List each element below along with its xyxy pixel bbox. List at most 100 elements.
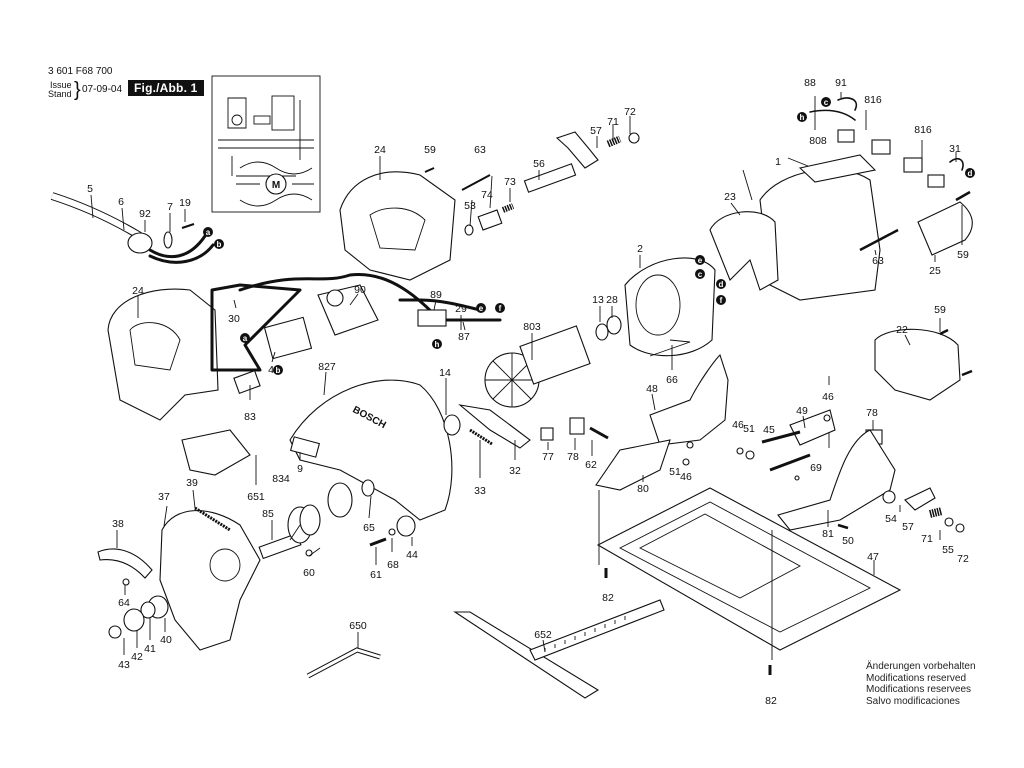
cover-screw [955,190,971,202]
connector-b-switch [273,365,283,375]
part-label: 827 [318,361,336,373]
schematic-wires [218,100,314,177]
motor-symbol-text: M [272,180,280,191]
leader [489,175,493,209]
brush-holder-right [903,157,923,173]
hex-key-inner [307,648,381,678]
part-label: 33 [474,485,486,497]
connector-h-block [432,339,442,349]
part-label: 87 [458,331,470,343]
notice-line-es: Salvo modificaciones [866,695,960,707]
part-label: 71 [921,533,933,545]
stator-bore [635,274,681,336]
motor-end-cover [874,328,961,401]
part-label: 74 [481,189,493,201]
part-label: 2 [637,243,643,255]
connector-a-switch-label: a [243,334,248,343]
part-label: 24 [374,144,386,156]
connector-b-cord-label: b [217,240,222,249]
part-label: 803 [523,321,541,333]
armature [519,325,591,385]
clamping-flange [123,608,145,632]
part-label: 80 [637,483,649,495]
brush-leads [809,97,857,121]
part-label: 51 [743,423,755,435]
connector-f-stator-label: f [720,296,723,305]
part-label: 40 [160,634,172,646]
guard-lever [97,548,153,579]
part-label: 66 [666,374,678,386]
connector-e-wire [476,303,486,313]
connector-e-stator-label: e [698,256,703,265]
part-label: 808 [809,135,827,147]
leader [742,169,753,201]
leader [308,547,321,557]
part-label: 9 [297,463,303,475]
part-label: 816 [914,124,932,136]
part-label: 5 [87,183,93,195]
schematic-resistor [253,115,271,125]
schematic-field-coil-top [239,161,313,175]
part-number: 3 601 F68 700 [48,66,113,77]
carbon-brush-right [927,174,945,188]
air-guide-ring [709,211,779,291]
ball-bearing [443,414,461,436]
part-label: 73 [504,176,516,188]
part-label: 81 [822,528,834,540]
spring-71-lower [929,507,943,518]
screw-50 [837,523,849,530]
leader [121,207,125,231]
connector-a-cord-label: a [206,228,211,237]
spring-73 [501,203,515,213]
part-label: 90 [354,284,366,296]
part-label: 816 [864,94,882,106]
trigger-switch [263,316,313,360]
schematic-led [231,114,243,126]
wire-harness-87 [238,272,502,322]
part-label: 63 [474,144,486,156]
part-label: 28 [606,294,618,306]
leader [802,415,806,429]
connector-f-wire-label: f [499,304,502,313]
handle-right-opening [369,207,426,251]
leader [651,393,656,411]
threaded-rod-56 [523,163,577,193]
part-label: 85 [262,508,274,520]
clamping-screw [108,625,122,639]
part-label: 57 [902,521,914,533]
connector-c-stator [695,269,705,279]
part-label: 834 [272,473,290,485]
compression-spring [469,428,493,446]
upper-blade-guard [289,379,453,521]
part-label: 65 [363,522,375,534]
brush-holder-left [871,139,891,155]
notice-line-en: Modifications reserved [866,672,967,684]
handle-half-right [339,171,456,281]
part-label: 59 [957,249,969,261]
cover-screw-right [961,369,973,377]
part-label: 61 [370,569,382,581]
bearing-sleeve [606,315,622,335]
part-label: 89 [430,289,442,301]
leader [469,199,473,227]
fan-blades [485,353,539,407]
small-screw [305,549,313,557]
figure-badge: Fig./Abb. 1 [128,80,204,96]
part-label: 59 [424,144,436,156]
part-label: 30 [228,313,240,325]
housing-screw [859,228,899,252]
leader [289,524,301,541]
part-label: 78 [866,407,878,419]
leader [787,157,809,167]
cord-clamp [163,231,173,249]
part-label: 92 [139,208,151,220]
schematic-switch [227,97,247,129]
spacer-bushing [396,515,416,537]
part-label: 47 [867,551,879,563]
part-label: 68 [387,559,399,571]
connector-e-stator [695,255,705,265]
nut-55 [944,517,954,527]
guide-ruler [529,599,665,661]
part-label: 13 [592,294,604,306]
